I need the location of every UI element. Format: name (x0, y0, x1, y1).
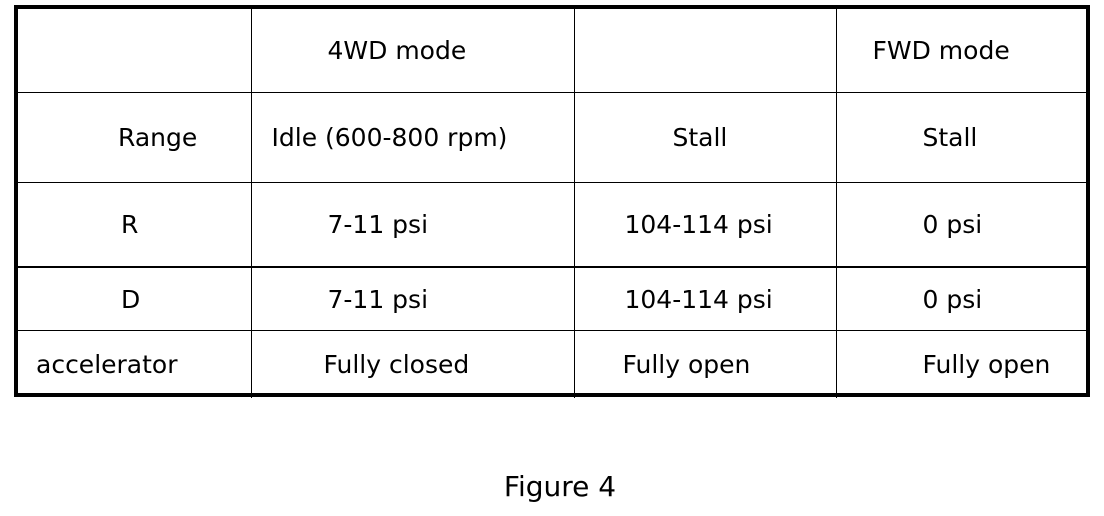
cell-stall-4wd: Stall (573, 92, 837, 183)
cell-r-stall-4wd: 104-114 psi (573, 182, 837, 268)
header-cell-4wd-mode: 4WD mode (250, 9, 575, 93)
table-row: Range Idle (600-800 rpm) Stall Stall (18, 92, 1086, 183)
cell-fully-open-4wd: Fully open (573, 330, 837, 398)
cell-idle: Idle (600-800 rpm) (250, 92, 575, 183)
cell-r-idle: 7-11 psi (250, 182, 575, 268)
row-label-r: R (18, 182, 252, 268)
cell-d-stall-fwd: 0 psi (835, 266, 1086, 331)
row-label-range: Range (18, 92, 252, 183)
cell-fully-closed: Fully closed (250, 330, 575, 398)
cell-d-stall-4wd: 104-114 psi (573, 266, 837, 331)
table-row: D 7-11 psi 104-114 psi 0 psi (18, 266, 1086, 331)
table-row: R 7-11 psi 104-114 psi 0 psi (18, 182, 1086, 268)
pressure-table: 4WD mode FWD mode Range Idle (600-800 rp… (18, 9, 1086, 398)
header-cell-fwd-mode: FWD mode (835, 9, 1086, 93)
header-cell-empty-1 (18, 9, 252, 93)
pressure-table-frame: 4WD mode FWD mode Range Idle (600-800 rp… (14, 5, 1090, 398)
cell-stall-fwd: Stall (835, 92, 1086, 183)
cell-r-stall-fwd: 0 psi (835, 182, 1086, 268)
figure-caption: Figure 4 (503, 470, 617, 503)
header-cell-empty-2 (573, 9, 837, 93)
table-header-row: 4WD mode FWD mode (18, 9, 1086, 93)
cell-d-idle: 7-11 psi (250, 266, 575, 331)
cell-fully-open-fwd: Fully open (835, 330, 1086, 398)
row-label-accelerator: accelerator (18, 330, 252, 398)
table-row: accelerator Fully closed Fully open Full… (18, 330, 1086, 398)
row-label-d: D (18, 266, 252, 331)
